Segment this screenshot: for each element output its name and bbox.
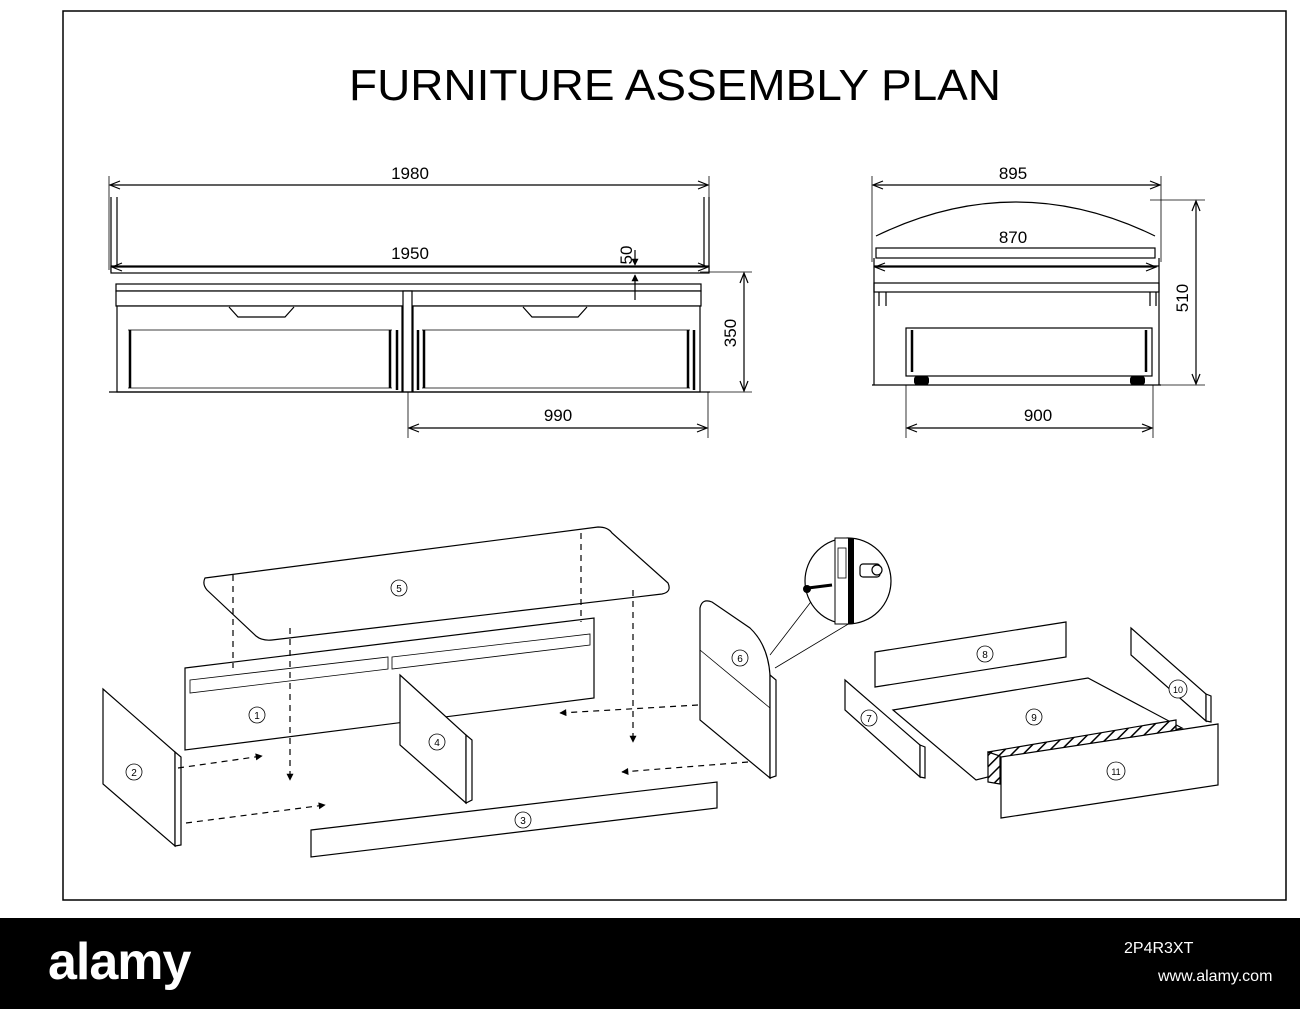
part-label-9: 9: [1025, 708, 1043, 726]
part-label-2: 2: [125, 763, 143, 781]
dim-side-total-depth: 895: [999, 164, 1027, 183]
part-3-bottom-rail: [310, 781, 718, 858]
svg-text:8: 8: [982, 650, 988, 661]
alamy-logo: alamy: [48, 933, 191, 991]
dim-drawer-width: 990: [544, 406, 572, 425]
dim-drawer-depth: 900: [1024, 406, 1052, 425]
svg-text:4: 4: [434, 738, 440, 749]
svg-text:5: 5: [396, 584, 402, 595]
part-5-top-panel: [203, 526, 670, 641]
dim-front-height: 350: [721, 319, 740, 347]
dim-top-thickness: 50: [617, 246, 636, 265]
drawing-title: FURNITURE ASSEMBLY PLAN: [349, 61, 1001, 110]
part-label-8: 8: [976, 645, 994, 663]
side-drawer: [905, 327, 1153, 377]
svg-text:10: 10: [1173, 685, 1183, 695]
dim-inner-width: 1950: [391, 244, 429, 263]
dim-total-width: 1980: [391, 164, 429, 183]
part-labels: 5 1 2 4 3 6 8 7: [125, 579, 1188, 829]
svg-text:2: 2: [131, 768, 137, 779]
part-label-1: 1: [248, 706, 266, 724]
right-drawer-front: [412, 305, 701, 393]
dim-side-inner-depth: 870: [999, 228, 1027, 247]
svg-text:11: 11: [1111, 767, 1120, 777]
left-drawer-front: [116, 305, 403, 393]
part-8-drawer-back: [874, 621, 1067, 688]
part-label-6: 6: [731, 649, 749, 667]
part-label-10: 10: [1168, 679, 1188, 699]
svg-text:9: 9: [1031, 713, 1037, 724]
exploded-drawer: [844, 621, 1219, 819]
side-dimensions: 895 870 510 900: [871, 164, 1205, 438]
svg-text:7: 7: [866, 714, 872, 725]
side-view: [872, 201, 1161, 386]
part-label-7: 7: [860, 709, 878, 727]
site-url: www.alamy.com: [1158, 968, 1273, 985]
watermark-bar: alamy 2P4R3XT www.alamy.com: [0, 918, 1300, 1009]
part-1-back-panel: [184, 617, 595, 751]
image-id: 2P4R3XT: [1124, 940, 1194, 957]
front-dimensions: 1980 1950 50 350 990: [108, 164, 752, 438]
svg-text:1: 1: [254, 711, 260, 722]
assembly-plan-drawing: FURNITURE ASSEMBLY PLAN 1980 1950 50: [62, 10, 1287, 901]
part-label-4: 4: [428, 733, 446, 751]
exploded-bed-frame: [102, 526, 892, 858]
part-9-drawer-bottom: [891, 677, 1184, 781]
svg-text:3: 3: [520, 816, 526, 827]
part-label-11: 11: [1106, 761, 1126, 781]
part-label-3: 3: [514, 811, 532, 829]
svg-text:6: 6: [737, 654, 743, 665]
dim-side-height: 510: [1173, 284, 1192, 312]
part-label-5: 5: [390, 579, 408, 597]
